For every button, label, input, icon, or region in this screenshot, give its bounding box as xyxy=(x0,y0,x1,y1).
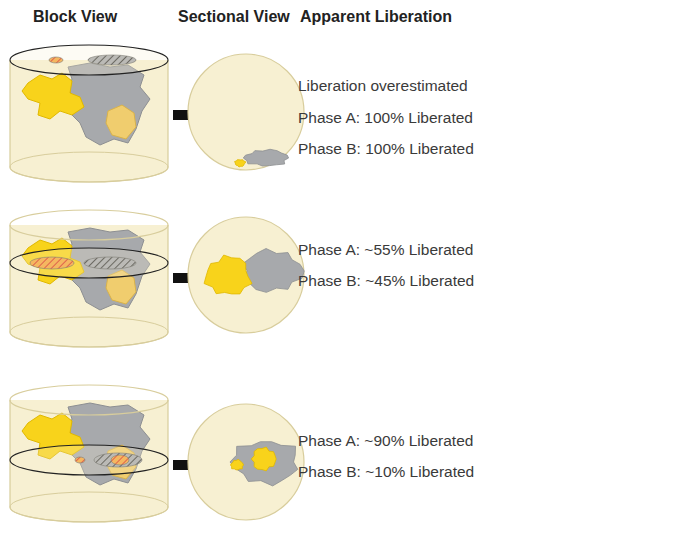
yellow-grain-section xyxy=(204,255,252,294)
gray-grain-section xyxy=(230,442,298,486)
cylinder-body xyxy=(10,400,168,522)
section-disc xyxy=(188,404,304,520)
cylinder-base xyxy=(10,317,168,347)
cylinder-top xyxy=(10,385,168,415)
cylinder-body xyxy=(10,60,168,182)
liberation-note: Phase B: ~10% Liberated xyxy=(298,463,474,481)
sample-block xyxy=(10,45,168,182)
liberation-note: Phase A: ~90% Liberated xyxy=(298,432,473,450)
yellow-inclusion-section xyxy=(251,447,276,471)
section-plane xyxy=(10,445,168,475)
liberation-note: Phase A: 100% Liberated xyxy=(298,109,473,127)
section-plane xyxy=(10,248,168,278)
yellow-grain-section xyxy=(230,459,243,470)
liberation-note: Phase B: ~45% Liberated xyxy=(298,272,474,290)
gray-grain-section xyxy=(241,249,304,293)
column-heading: Block View xyxy=(33,8,117,26)
cylinder-body xyxy=(10,225,168,347)
liberation-note: Phase A: ~55% Liberated xyxy=(298,241,473,259)
column-heading: Sectional View xyxy=(178,8,290,26)
cylinder-base xyxy=(10,152,168,182)
section-disc xyxy=(188,54,304,170)
yellow-grain-behind xyxy=(106,105,136,139)
yellow-grain xyxy=(22,73,84,119)
cylinder-base xyxy=(10,492,168,522)
sample-block xyxy=(10,210,168,347)
section-disc xyxy=(188,217,304,333)
liberation-note: Phase B: 100% Liberated xyxy=(298,140,474,158)
cylinder-top xyxy=(10,210,168,240)
column-heading: Apparent Liberation xyxy=(300,8,452,26)
sample-block xyxy=(10,385,168,522)
liberation-note: Liberation overestimated xyxy=(298,77,468,95)
yellow-grain-section xyxy=(235,160,246,167)
section-plane xyxy=(10,45,168,75)
gray-grain-section xyxy=(243,149,288,166)
